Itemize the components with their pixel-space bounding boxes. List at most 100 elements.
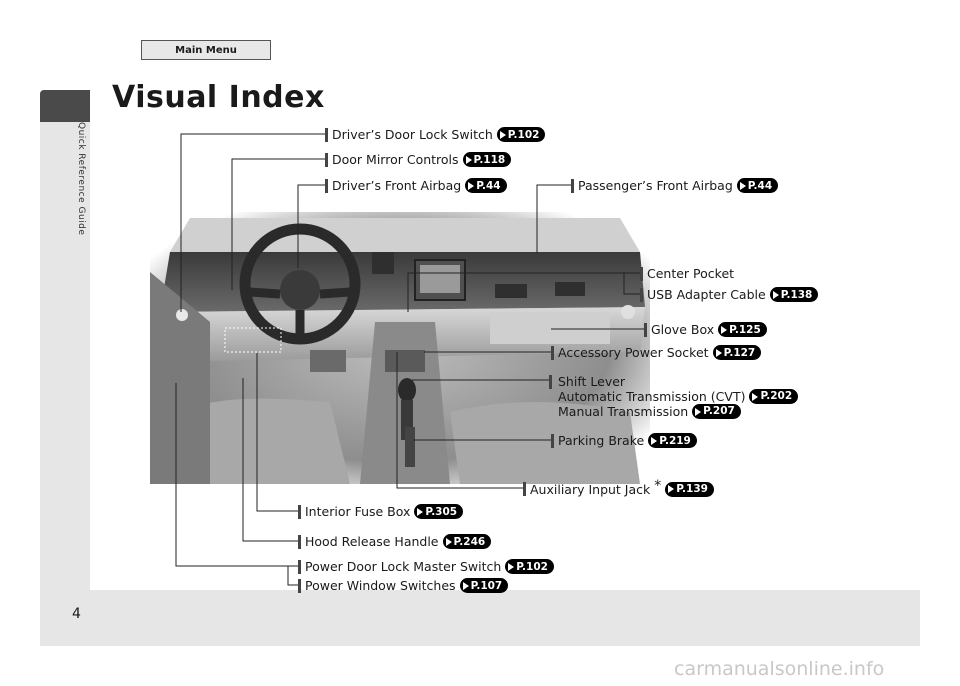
page-ref-badge[interactable]: P.44 xyxy=(465,178,507,193)
callout-interior-fuse-box: Interior Fuse Box P.305 xyxy=(298,504,464,519)
arrow-right-icon xyxy=(417,507,424,516)
callout-shift-lever: Shift Lever Automatic Transmission (CVT)… xyxy=(549,374,799,419)
page-ref-badge[interactable]: P.125 xyxy=(718,322,767,337)
watermark: carmanualsonline.info xyxy=(674,658,885,680)
shift-lever-cvt-row: Automatic Transmission (CVT) P.202 xyxy=(549,389,799,404)
callout-label: Passenger’s Front Airbag xyxy=(578,178,733,193)
main-menu-button[interactable]: Main Menu xyxy=(141,40,271,60)
callout-usb-adapter-cable: USB Adapter Cable P.138 xyxy=(640,287,819,302)
callout-bar xyxy=(640,266,643,281)
callout-bar xyxy=(325,152,328,167)
page-ref-text: P.219 xyxy=(659,434,691,447)
callout-label: Glove Box xyxy=(651,322,715,337)
page-ref-badge[interactable]: P.127 xyxy=(712,345,762,360)
arrow-right-icon xyxy=(445,537,452,546)
arrow-right-icon xyxy=(508,562,515,571)
page-ref-text: P.127 xyxy=(723,346,756,359)
callout-hood-release-handle: Hood Release Handle P.246 xyxy=(298,534,492,549)
arrow-right-icon xyxy=(499,130,506,139)
arrow-right-icon xyxy=(739,181,746,190)
callout-bar xyxy=(298,578,301,593)
callout-parking-brake: Parking Brake P.219 xyxy=(551,433,697,448)
sidebar-tab xyxy=(40,90,90,122)
callout-label: Shift Lever xyxy=(558,374,626,389)
callout-label: Door Mirror Controls xyxy=(332,152,459,167)
callout-label: USB Adapter Cable xyxy=(647,287,766,302)
page-ref-badge[interactable]: P.107 xyxy=(459,578,509,593)
callout-bar xyxy=(298,534,301,549)
page-ref-text: P.118 xyxy=(473,153,506,166)
callout-bar xyxy=(325,127,328,142)
callout-label: Accessory Power Socket xyxy=(558,345,709,360)
page-ref-text: P.305 xyxy=(425,505,458,518)
callout-accessory-power-socket: Accessory Power Socket P.127 xyxy=(551,345,762,360)
page-ref-text: P.207 xyxy=(703,405,735,417)
callout-drivers-door-lock-switch: Driver’s Door Lock Switch P.102 xyxy=(325,127,546,142)
arrow-right-icon xyxy=(695,407,702,416)
arrow-right-icon xyxy=(462,581,469,590)
arrow-right-icon xyxy=(468,181,475,190)
page-ref-text: P.125 xyxy=(729,323,761,336)
footer-band xyxy=(40,590,920,646)
callout-sublabel: Manual Transmission xyxy=(558,404,689,419)
callout-power-window-switches: Power Window Switches P.107 xyxy=(298,578,509,593)
page-ref-text: P.102 xyxy=(516,560,548,573)
callout-sublabel: Automatic Transmission (CVT) xyxy=(558,389,746,404)
arrow-right-icon xyxy=(715,348,722,357)
callout-label: Power Door Lock Master Switch xyxy=(305,559,502,574)
page-ref-text: P.246 xyxy=(453,535,486,548)
page-ref-badge[interactable]: P.305 xyxy=(414,504,464,519)
page-ref-badge[interactable]: P.102 xyxy=(496,127,546,142)
arrow-right-icon xyxy=(772,290,779,299)
callout-label: Auxiliary Input Jack xyxy=(530,481,651,497)
page-ref-text: P.202 xyxy=(760,390,793,402)
page-ref-badge[interactable]: P.102 xyxy=(505,559,554,574)
callout-power-door-lock-master-switch: Power Door Lock Master Switch P.102 xyxy=(298,559,554,574)
callout-bar xyxy=(571,178,574,193)
page-number: 4 xyxy=(72,606,81,622)
page-ref-badge[interactable]: P.44 xyxy=(736,178,779,193)
callout-bar xyxy=(523,482,526,496)
arrow-right-icon xyxy=(668,485,675,493)
callout-bar xyxy=(298,559,301,574)
callout-bar xyxy=(640,287,643,302)
callout-label: Driver’s Door Lock Switch xyxy=(332,127,493,142)
callout-label: Hood Release Handle xyxy=(305,534,439,549)
arrow-right-icon xyxy=(651,436,658,445)
page-ref-text: P.138 xyxy=(780,288,813,301)
footnote-star: * xyxy=(654,478,662,494)
callout-bar xyxy=(549,375,552,389)
callout-glove-box: Glove Box P.125 xyxy=(644,322,767,337)
page-ref-badge[interactable]: P.219 xyxy=(648,433,697,448)
page-ref-badge[interactable]: P.207 xyxy=(692,404,741,419)
page-ref-text: P.102 xyxy=(507,128,540,141)
side-label: Quick Reference Guide xyxy=(76,122,86,236)
callout-label: Power Window Switches xyxy=(305,578,456,593)
callout-bar xyxy=(551,345,554,360)
shift-lever-title-row: Shift Lever xyxy=(549,374,798,389)
callout-label: Interior Fuse Box xyxy=(305,504,411,519)
arrow-right-icon xyxy=(752,392,759,401)
callout-label: Center Pocket xyxy=(647,266,735,281)
callout-bar xyxy=(644,322,647,337)
callout-center-pocket: Center Pocket xyxy=(640,266,734,281)
callout-drivers-front-airbag: Driver’s Front Airbag P.44 xyxy=(325,178,507,193)
page-ref-badge[interactable]: P.138 xyxy=(769,287,819,302)
callout-bar xyxy=(298,504,301,519)
callout-auxiliary-input-jack: Auxiliary Input Jack * P.139 xyxy=(523,478,714,497)
callout-bar xyxy=(325,178,328,193)
page-ref-badge[interactable]: P.118 xyxy=(462,152,512,167)
page-ref-text: P.139 xyxy=(676,483,708,495)
page-ref-text: P.44 xyxy=(476,179,501,192)
page-ref-text: P.107 xyxy=(470,579,503,592)
callout-label: Driver’s Front Airbag xyxy=(332,178,462,193)
page-ref-badge[interactable]: P.202 xyxy=(749,389,799,404)
arrow-right-icon xyxy=(465,155,472,164)
page-ref-badge[interactable]: P.139 xyxy=(665,481,714,497)
page-title: Visual Index xyxy=(112,80,325,115)
page-ref-text: P.44 xyxy=(747,179,773,192)
arrow-right-icon xyxy=(721,325,728,334)
callout-passengers-front-airbag: Passenger’s Front Airbag P.44 xyxy=(571,178,779,193)
page-ref-badge[interactable]: P.246 xyxy=(442,534,492,549)
callout-label: Parking Brake xyxy=(558,433,645,448)
